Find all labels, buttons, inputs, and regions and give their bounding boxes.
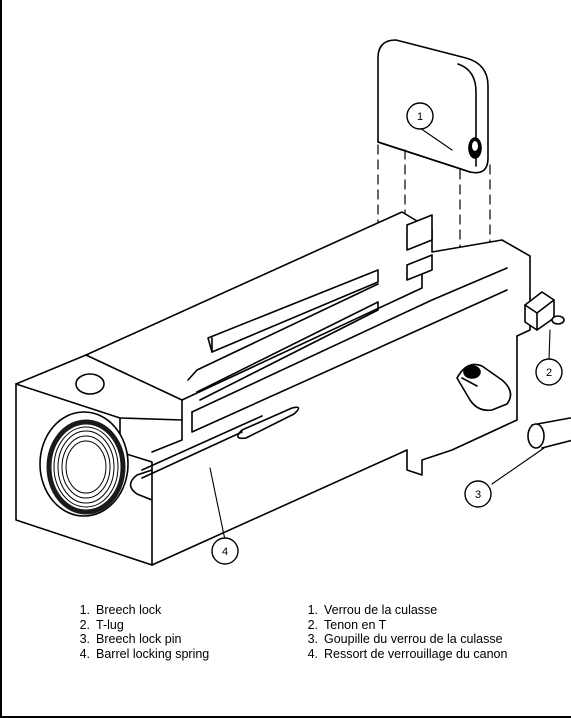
threaded-bore <box>39 411 129 517</box>
legend-french: 1. Verrou de la culasse 2. Tenon en T 3. Go… <box>296 603 508 662</box>
legend-item: 3. Breech lock pin <box>68 632 209 647</box>
callout-2: 2 <box>535 358 563 386</box>
breech-lock <box>377 39 489 174</box>
callout-2-number: 2 <box>546 367 552 379</box>
legend-item: 3. Goupille du verrou de la culasse <box>296 632 507 647</box>
legend-item: 4. Barrel locking spring <box>68 646 210 662</box>
receiver-housing <box>15 211 565 566</box>
legend-item-text: Breech lock pin <box>96 632 182 646</box>
legend-item-text: Ressort de verrouillage du canon <box>324 646 508 661</box>
legend-english: 1.Breech lock 2.T-lug 3.Breech lock pin … <box>68 603 210 662</box>
legend-item-text: Goupille du verrou de la culasse <box>324 632 503 646</box>
legend-item: 1. Verrou de la culasse <box>296 603 507 618</box>
legend-item: 2. T-lug <box>68 618 209 633</box>
legend-item-text: Tenon en T <box>324 617 387 632</box>
legend-item: 4. Ressort de verrouillage du canon <box>296 646 508 662</box>
legend-item-number: 3. <box>79 632 90 646</box>
callout-1: 1 <box>406 102 434 130</box>
legend-item-text: Barrel locking spring <box>96 646 210 661</box>
legend-item-number: 1. <box>307 603 318 617</box>
legend-item-text: Breech lock <box>96 603 162 617</box>
callout-3-number: 3 <box>475 489 481 501</box>
legend-item-text: T-lug <box>96 617 124 632</box>
callout-4: 4 <box>211 537 239 565</box>
legend-item-number: 2. <box>79 617 90 632</box>
legend-item-number: 1. <box>79 603 90 617</box>
callout-4-number: 4 <box>222 546 228 558</box>
legend-item: 1. Breech lock <box>68 603 209 618</box>
legend-item-number: 3. <box>307 632 318 646</box>
legend-item-number: 4. <box>307 646 318 661</box>
callout-3: 3 <box>464 480 492 508</box>
callout-1-number: 1 <box>417 111 423 123</box>
breech-lock-pin <box>527 417 571 449</box>
callout-leader-lines <box>209 127 551 541</box>
legend-item-text: Verrou de la culasse <box>324 603 438 617</box>
legend-item: 2. Tenon en T <box>296 618 507 633</box>
legend-item-number: 2. <box>307 617 318 632</box>
legend-item-number: 4. <box>79 646 90 661</box>
